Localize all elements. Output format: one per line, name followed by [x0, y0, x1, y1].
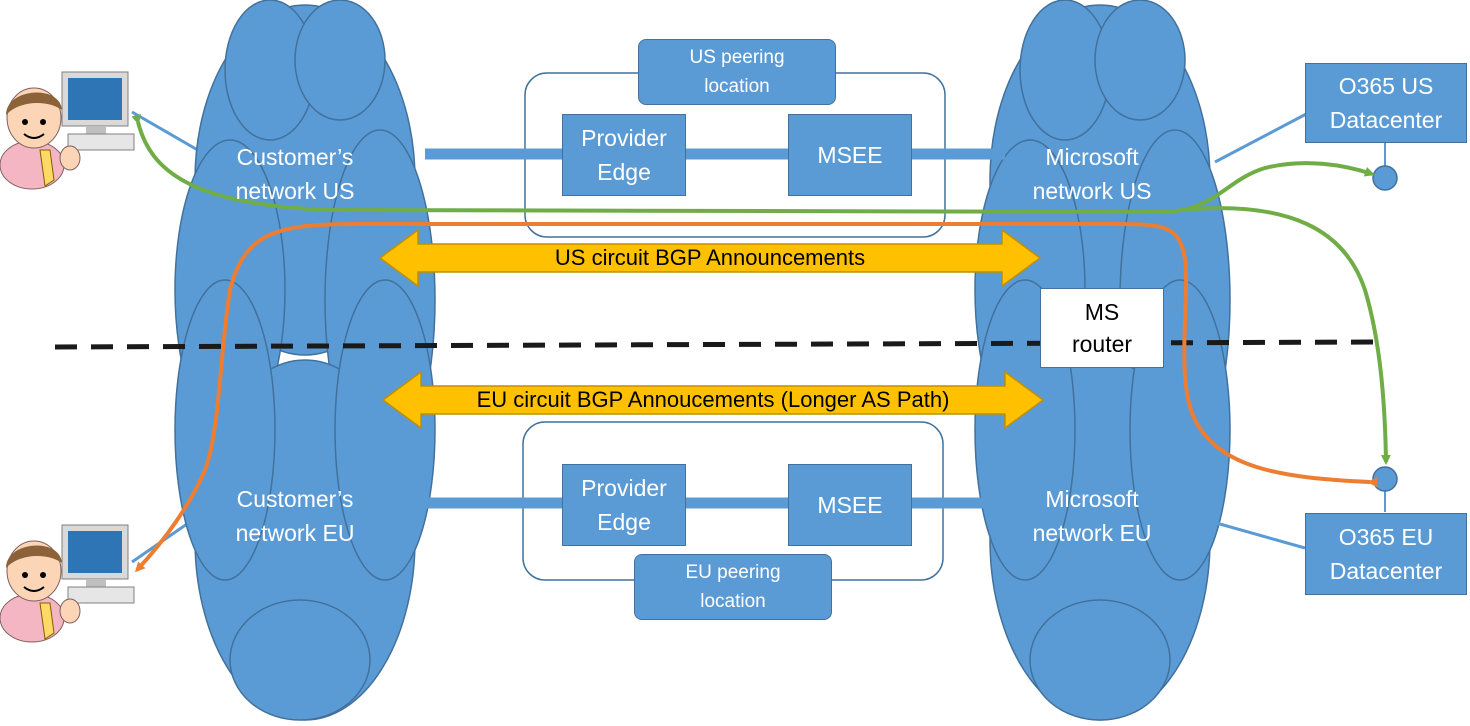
user-at-computer-icon — [0, 524, 135, 643]
microsoft-network-eu-label: Microsoft network EU — [1032, 486, 1152, 546]
eu-msee-box: MSEE — [788, 464, 912, 546]
circle-node-icon — [1372, 165, 1398, 191]
orange-traffic-path — [134, 221, 1378, 573]
microsoft-network-us-label: Microsoft network US — [1032, 144, 1152, 204]
eu-bgp-announcement-label: EU circuit BGP Annoucements (Longer AS P… — [476, 387, 950, 412]
us-peering-location-label: US peering location — [638, 39, 836, 105]
green-traffic-path-eu — [1179, 206, 1391, 465]
us-bgp-announcement-label: US circuit BGP Announcements — [554, 245, 866, 270]
green-traffic-path — [131, 113, 1375, 215]
us-provider-edge-box: Provider Edge — [562, 114, 686, 196]
eu-provider-edge-box: Provider Edge — [562, 464, 686, 546]
o365-eu-datacenter-box: O365 EU Datacenter — [1305, 513, 1467, 595]
eu-bgp-arrow — [381, 370, 1045, 430]
eu-peering-location-label: EU peering location — [634, 554, 832, 620]
us-msee-box: MSEE — [788, 114, 912, 196]
circle-node-icon — [1372, 466, 1398, 492]
user-at-computer-icon — [0, 71, 135, 190]
customer-network-eu-label: Customer’s network EU — [235, 486, 355, 546]
us-bgp-arrow — [378, 228, 1042, 288]
customer-network-us-label: Customer’s network US — [235, 144, 355, 204]
dc-link-us — [1214, 110, 1311, 164]
customer-cloud — [174, 0, 436, 721]
ms-router-box: MS router — [1040, 288, 1164, 368]
o365-us-datacenter-box: O365 US Datacenter — [1305, 63, 1467, 143]
